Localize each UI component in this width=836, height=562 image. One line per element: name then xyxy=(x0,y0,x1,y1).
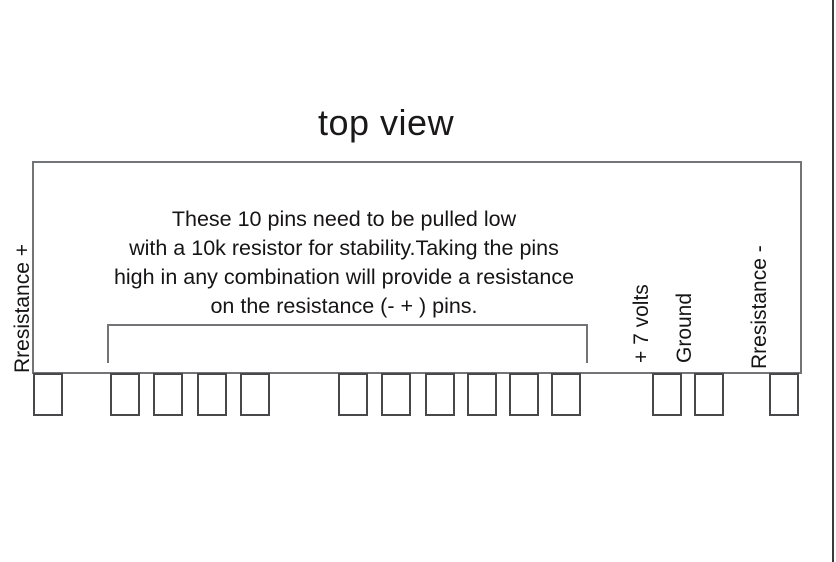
pin-control-8 xyxy=(467,373,497,416)
diagram-title: top view xyxy=(318,102,455,143)
pin-control-2 xyxy=(153,373,183,416)
label-ground: Ground xyxy=(673,292,696,363)
note-line-2: with a 10k resistor for stability.Taking… xyxy=(129,236,559,260)
pin-control-3 xyxy=(197,373,227,416)
pin-group-bracket xyxy=(107,324,588,363)
right-edge-line xyxy=(832,0,834,562)
label-7-volts: + 7 volts xyxy=(630,284,653,363)
note-line-1: These 10 pins need to be pulled low xyxy=(171,207,517,231)
pin-resistance-minus xyxy=(769,373,799,416)
pin-control-9 xyxy=(509,373,539,416)
pin-ground xyxy=(694,373,724,416)
pin-control-6 xyxy=(381,373,411,416)
ic-body-outline xyxy=(32,161,802,374)
note-line-4: on the resistance (- + ) pins. xyxy=(210,294,478,318)
pin-control-7 xyxy=(425,373,455,416)
note-line-3: high in any combination will provide a r… xyxy=(113,265,575,289)
label-resistance-minus: Rresistance - xyxy=(748,245,771,369)
pin-control-1 xyxy=(110,373,140,416)
label-resistance-plus: Rresistance + xyxy=(11,244,34,373)
pin-7-volts xyxy=(652,373,682,416)
pin-control-4 xyxy=(240,373,270,416)
pin-resistance-plus xyxy=(33,373,63,416)
pin-control-5 xyxy=(338,373,368,416)
note-text: These 10 pins need to be pulled low with… xyxy=(92,205,596,321)
pin-control-10 xyxy=(551,373,581,416)
